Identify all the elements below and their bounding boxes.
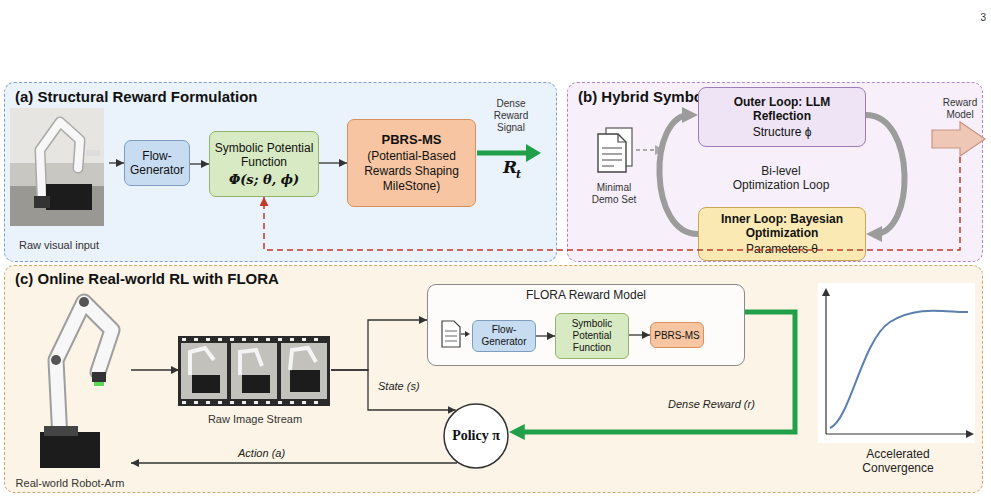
connector-arrow [659, 115, 698, 234]
loop-label: Bi-level Optimization Loop [727, 164, 835, 192]
process-box: Flow- Generator [472, 320, 536, 352]
output-arrow: Reward Model [933, 97, 987, 157]
circle-shape [444, 404, 508, 468]
node-title: Inner Loop: Bayesian Optimization [712, 212, 852, 240]
node-text: Structure ϕ [753, 125, 812, 139]
connector-arrow [866, 115, 905, 234]
process-box: PBRS-MS [650, 322, 704, 348]
node-title: PBRS-MS [654, 330, 700, 341]
panel: (c) Online Real-world RL with FLORA Real-… [4, 265, 983, 493]
image-stream-node: Raw Image Stream [179, 335, 331, 425]
node-title: Reward Model [935, 97, 985, 121]
loop-box: Inner Loop: Bayesian OptimizationParamet… [698, 207, 866, 261]
connector-arrow [319, 162, 347, 163]
signal-label: Dense Reward Signal [482, 98, 540, 134]
robot-node: Real-world Robot-Arm [9, 283, 131, 489]
loop-box: Outer Loop: LLM ReflectionStructure ϕ [698, 87, 866, 147]
edge-label: Dense Reward (r) [668, 398, 755, 410]
reward-model-arrow [932, 122, 985, 156]
page-number: 3 [958, 12, 986, 23]
panel: (a) Structural Reward FormulationRaw vis… [4, 82, 557, 262]
policy-circle: Policy π [443, 403, 509, 469]
process-box: Symbolic Potential FunctionΦ(s; θ, ϕ) [209, 131, 319, 197]
reward-model-box: FLORA Reward ModelFlow- Generator Symboli… [427, 284, 745, 366]
icon-caption: Minimal Demo Set [588, 182, 640, 206]
connector-arrow [536, 335, 555, 336]
node-title: Symbolic Potential Function [212, 141, 316, 169]
node-title: Flow- Generator [476, 324, 532, 348]
convergence-chart [818, 283, 975, 443]
node-title: Symbolic Potential Function [560, 318, 624, 354]
reward-subscript: t [516, 168, 526, 181]
connector-arrow [331, 370, 456, 410]
node-text: (Potential-Based Rewards Shaping MileSto… [360, 149, 464, 194]
connector-arrow [131, 462, 457, 463]
node-title: (a) Structural Reward Formulation [15, 88, 258, 105]
robot-arm [40, 297, 112, 468]
process-box: Flow- Generator [124, 140, 190, 186]
lab-photo [10, 108, 104, 226]
connector-arrow [131, 369, 179, 370]
node-title: Policy π [451, 428, 501, 444]
image-filmstrip [178, 336, 330, 406]
connector-arrow [109, 162, 124, 163]
node-text: Φ(s; θ, ϕ) [229, 172, 299, 187]
edge-label: Action (a) [238, 447, 285, 459]
connector-arrow [517, 312, 795, 432]
node-title: Real-world Robot-Arm [16, 477, 125, 489]
edge-label: State (s) [378, 380, 420, 392]
connector-arrow [264, 157, 960, 250]
document-icon [598, 128, 632, 172]
chart-caption: Accelerated Convergence [832, 447, 964, 475]
connector-arrow [331, 320, 427, 370]
node-title: Raw Image Stream [208, 413, 302, 425]
connector-arrow [629, 334, 650, 335]
photo-node: Raw visual input [9, 107, 109, 251]
demo-feed-arrow [636, 145, 664, 155]
node-title: FLORA Reward Model [526, 288, 646, 302]
node-title: PBRS-MS [382, 132, 442, 147]
process-box: PBRS-MS (Potential-Based Rewards Shaping … [347, 119, 476, 207]
node-title: Outer Loop: LLM Reflection [732, 95, 832, 123]
process-box: Symbolic Potential Function [555, 313, 629, 359]
node-title: (c) Online Real-world RL with FLORA [15, 270, 279, 287]
connector-arrow [190, 163, 209, 164]
node-title: Raw visual input [19, 239, 99, 251]
flora-document-icon [442, 321, 470, 347]
node-title: Flow- Generator [127, 149, 187, 177]
reward-symbol: R [503, 157, 517, 177]
node-text: Parameters θ [746, 242, 818, 256]
